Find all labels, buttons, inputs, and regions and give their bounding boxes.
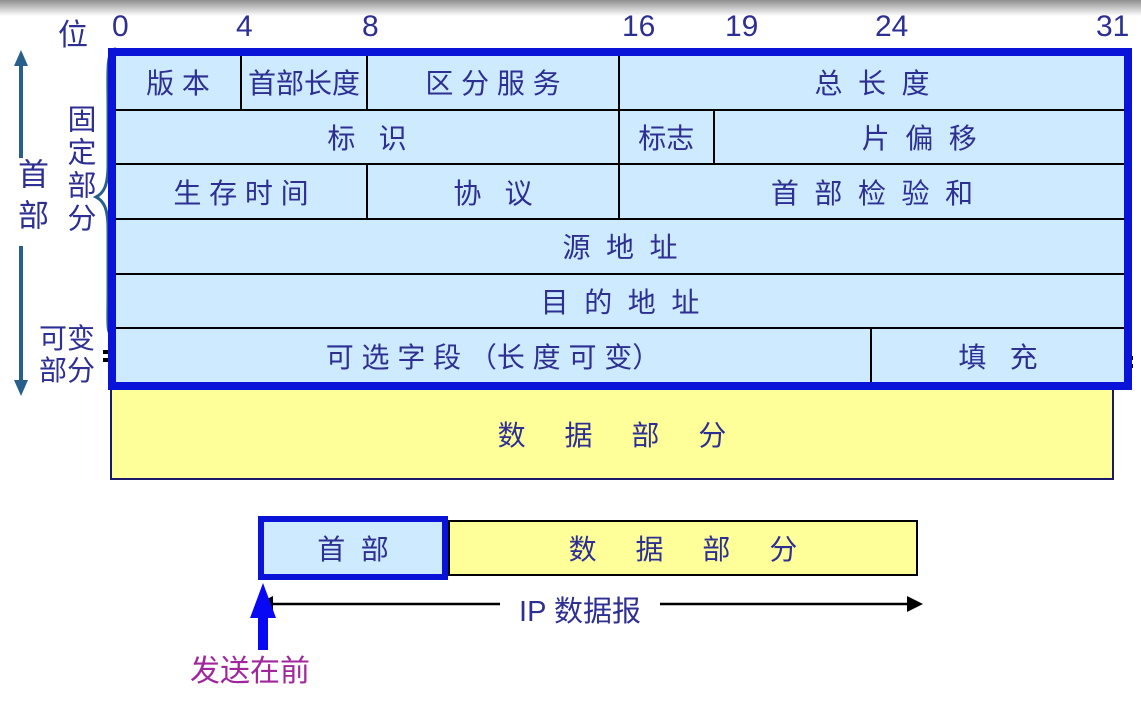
- field-flags: 标志: [620, 110, 715, 164]
- table-row: 版 本 首部长度 区 分 服 务 总 长 度: [116, 56, 1124, 111]
- send-first-arrow: [250, 583, 276, 650]
- side-label-header: 首部: [13, 158, 48, 240]
- field-header-length: 首部长度: [242, 56, 368, 109]
- bit-tick-8: 8: [362, 10, 379, 43]
- field-protocol: 协 议: [368, 165, 620, 219]
- bit-tick-4: 4: [236, 10, 253, 43]
- bit-unit-label: 位: [58, 19, 88, 52]
- datagram-header-box: 首 部: [258, 516, 448, 580]
- slide-top-gradient: [0, 0, 1141, 16]
- field-total-length: 总 长 度: [814, 68, 930, 100]
- bit-tick-16: 16: [622, 10, 656, 43]
- table-row: 标 识 标志 片 偏 移: [116, 110, 1124, 166]
- field-padding: 填 充: [958, 341, 1038, 373]
- header-extent-arrow: [14, 50, 28, 396]
- field-destination-address: 目 的 地 址: [540, 287, 700, 319]
- table-row: 生 存 时 间 协 议 首 部 检 验 和: [116, 165, 1124, 221]
- bit-tick-19: 19: [725, 10, 759, 43]
- field-options: 可 选 字 段 （长 度 可 变）: [116, 329, 872, 383]
- field-source-address: 源 地 址: [562, 232, 678, 264]
- side-label-variable-part: 可变部分: [38, 323, 95, 386]
- field-header-checksum: 首 部 检 验 和: [770, 177, 974, 209]
- bit-tick-24: 24: [875, 10, 909, 43]
- field-identification: 标 识: [116, 110, 620, 164]
- side-label-fixed-part: 固定部分: [63, 104, 95, 236]
- field-ttl: 生 存 时 间: [116, 165, 368, 219]
- table-row: 源 地 址: [116, 220, 1124, 275]
- field-version: 版 本: [116, 56, 242, 109]
- field-dscp: 区 分 服 务: [368, 56, 620, 109]
- ip-datagram-label: IP 数据报: [500, 588, 660, 630]
- data-section-row: 数 据 部 分: [110, 390, 1114, 480]
- datagram-data-box: 数 据 部 分: [448, 520, 918, 576]
- fixed-part-brace: [93, 47, 117, 339]
- bit-tick-31: 31: [1096, 10, 1130, 43]
- send-first-label: 发送在前: [190, 655, 310, 688]
- ip-header-table: 版 本 首部长度 区 分 服 务 总 长 度 标 识 标志 片 偏 移 生 存 …: [108, 48, 1132, 390]
- field-fragment-offset: 片 偏 移: [861, 123, 977, 154]
- table-row: 可 选 字 段 （长 度 可 变） 填 充: [116, 329, 1124, 383]
- bit-tick-0: 0: [112, 10, 129, 43]
- table-row: 目 的 地 址: [116, 275, 1124, 330]
